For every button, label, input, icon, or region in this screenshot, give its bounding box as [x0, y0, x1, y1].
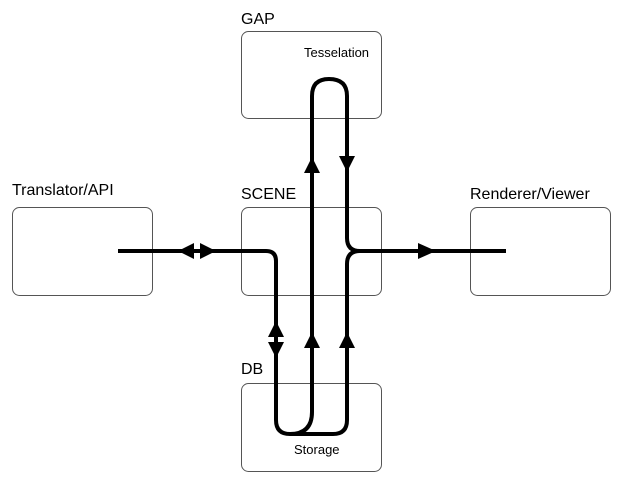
node-gap-sublabel: Tesselation: [304, 45, 369, 60]
arrow-right-to-renderer: [418, 243, 436, 259]
edge-translator-scene-db: [118, 249, 300, 436]
node-db-sublabel: Storage: [294, 442, 340, 457]
arrow-left-to-translator: [178, 243, 194, 259]
node-db-label: DB: [241, 361, 263, 378]
node-translator-label: Translator/API: [12, 182, 114, 199]
arrow-down-to-db: [268, 342, 284, 358]
node-scene-label: SCENE: [241, 186, 296, 203]
node-renderer-label: Renderer/Viewer: [470, 186, 590, 203]
node-gap-label: GAP: [241, 11, 275, 28]
arrow-right-to-scene: [200, 243, 216, 259]
node-renderer: Renderer/Viewer: [470, 186, 611, 296]
arrow-up-to-gap: [304, 157, 320, 173]
arrow-up-db-to-gap: [304, 332, 320, 348]
arrow-up-to-scene: [268, 321, 284, 337]
edge-db-scene: [300, 249, 361, 436]
arrow-down-to-scene: [339, 156, 355, 172]
edge-db-gap-scene: [289, 77, 361, 436]
arrow-up-db-to-scene: [339, 332, 355, 348]
node-translator: Translator/API: [12, 182, 153, 296]
